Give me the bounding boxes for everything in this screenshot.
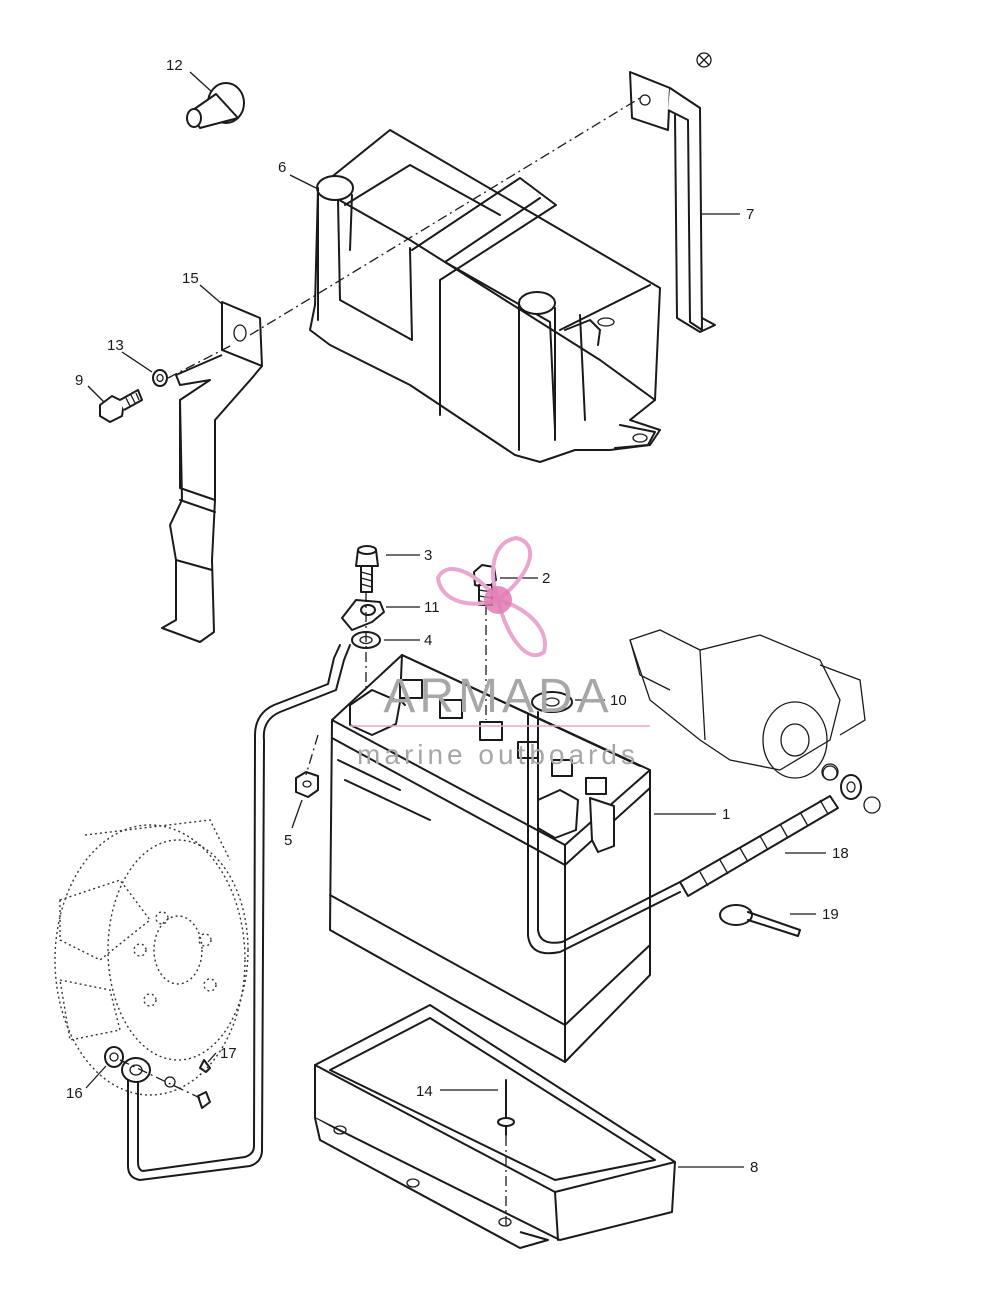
callout-labels: 12 6 7 15 13 9 3 2 11 4 10 1 5 18 19 17 … xyxy=(66,57,849,1176)
callout-leaders xyxy=(85,71,826,1168)
engine-flywheel-housing xyxy=(54,819,249,1096)
callout-4: 4 xyxy=(424,632,432,649)
part-10-positive-cable xyxy=(527,691,681,955)
part-1-battery xyxy=(329,654,651,1063)
callout-3: 3 xyxy=(424,547,432,564)
part-6-battery-cover xyxy=(309,129,661,463)
watermark: ARMADA marine outboards xyxy=(350,535,650,770)
part-17-bolt xyxy=(164,1059,211,1109)
watermark-brand: ARMADA xyxy=(383,670,612,723)
watermark-tagline: marine outboards xyxy=(357,739,639,770)
callout-11: 11 xyxy=(424,599,440,616)
callout-6: 6 xyxy=(278,159,286,176)
callout-1: 1 xyxy=(722,806,730,823)
part-12-terminal-cap xyxy=(186,82,245,129)
callout-9: 9 xyxy=(75,372,83,389)
starter-motor xyxy=(629,629,866,781)
part-5-nut xyxy=(295,771,319,798)
callout-12: 12 xyxy=(166,57,183,74)
callout-19: 19 xyxy=(822,906,839,923)
part-14-retaining-pin xyxy=(497,1079,515,1136)
callout-13: 13 xyxy=(107,337,124,354)
part-13-washer xyxy=(152,369,168,387)
part-8-battery-tray xyxy=(314,1004,676,1249)
callout-17: 17 xyxy=(220,1045,237,1062)
callout-18: 18 xyxy=(832,845,849,862)
callout-2: 2 xyxy=(542,570,550,587)
part-19-cable-tie xyxy=(719,904,801,937)
callout-7: 7 xyxy=(746,206,754,223)
callout-5: 5 xyxy=(284,832,292,849)
callout-8: 8 xyxy=(750,1159,758,1176)
part-11-cable-lug xyxy=(341,599,385,631)
part-18-starter-cable xyxy=(679,765,881,897)
callout-10: 10 xyxy=(610,692,627,709)
assembly-lines xyxy=(119,97,641,1225)
part-16-washer xyxy=(104,1046,124,1068)
callout-16: 16 xyxy=(66,1085,83,1102)
part-7-rear-bracket xyxy=(629,52,716,333)
part-15-front-bracket xyxy=(161,301,263,643)
callout-15: 15 xyxy=(182,270,199,287)
callout-14: 14 xyxy=(416,1083,433,1100)
part-3-terminal-bolt xyxy=(355,545,379,593)
propeller-icon xyxy=(435,535,547,658)
part-9-bolt xyxy=(99,389,143,423)
